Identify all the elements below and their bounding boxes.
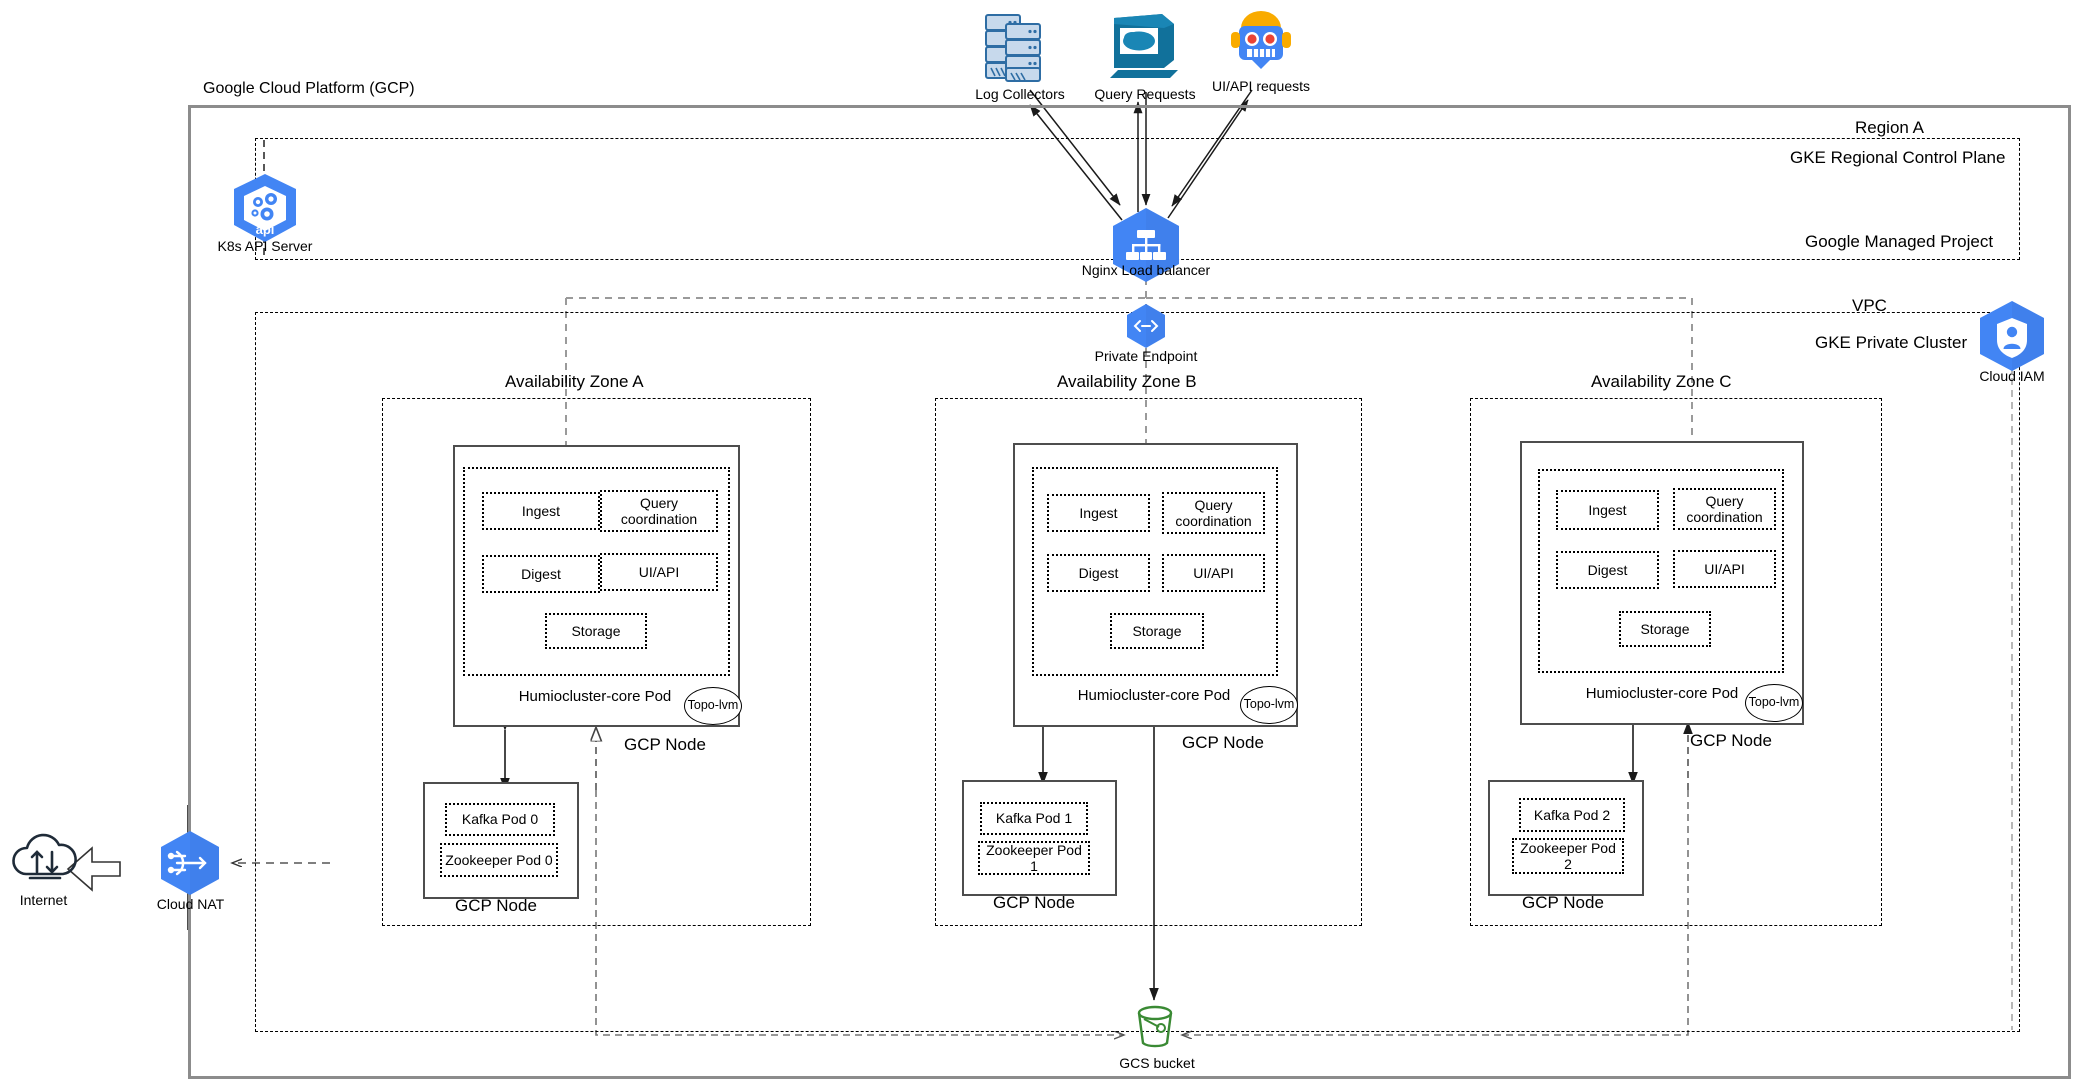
zone-b-component-ingest: Ingest xyxy=(1047,494,1150,532)
internet-cloud-icon xyxy=(8,830,80,895)
zone-a-kafka-node-label: GCP Node xyxy=(455,896,537,915)
zone-c-label: Availability Zone C xyxy=(1591,372,1732,391)
zone-b-kafka-pod: Kafka Pod 1 xyxy=(980,802,1088,835)
zone-c-component-digest: Digest xyxy=(1556,551,1659,589)
query-requests-icon xyxy=(1108,10,1180,87)
gcs-bucket-label: GCS bucket xyxy=(1119,1055,1195,1071)
load-balancer-hexagon-icon xyxy=(1106,205,1186,290)
zone-a-zookeeper-pod: Zookeeper Pod 0 xyxy=(440,843,558,877)
zone-a-component-ingest: Ingest xyxy=(482,492,600,530)
cloud-nat-label: Cloud NAT xyxy=(156,896,225,912)
zone-c-topolvm-badge: Topo-lvm xyxy=(1745,684,1803,722)
log-collectors-icon xyxy=(982,12,1050,89)
zone-c-box xyxy=(1470,398,1882,926)
zone-b-component-digest: Digest xyxy=(1047,554,1150,592)
private-endpoint-label: Private Endpoint xyxy=(1094,348,1198,364)
zone-a-box xyxy=(382,398,811,926)
gcp-title: Google Cloud Platform (GCP) xyxy=(203,80,415,97)
svg-text:api: api xyxy=(256,222,275,237)
gcp-boundary xyxy=(188,105,2071,1079)
zone-c-kafka-node-label: GCP Node xyxy=(1522,893,1604,912)
zone-a-kafka-node xyxy=(423,782,579,899)
internet-label: Internet xyxy=(19,892,68,908)
zone-c-component-uiapi: UI/API xyxy=(1673,550,1776,588)
private-endpoint-hexagon-icon xyxy=(1122,302,1170,355)
zone-b-box xyxy=(935,398,1362,926)
zone-c-component-query-coordination: Query coordination xyxy=(1673,488,1776,530)
zone-c-topolvm-label: Topo-lvm xyxy=(1748,695,1800,710)
zone-b-topolvm-badge: Topo-lvm xyxy=(1240,686,1298,724)
zone-a-core-pod-label: Humiocluster-core Pod xyxy=(518,688,672,705)
log-collectors-label: Log Collectors xyxy=(975,86,1065,102)
zone-a-topolvm-badge: Topo-lvm xyxy=(684,687,742,725)
cloud-nat-hexagon-icon xyxy=(155,828,225,903)
zone-c-zookeeper-pod: Zookeeper Pod 2 xyxy=(1512,838,1624,874)
google-managed-project-label: Google Managed Project xyxy=(1805,232,1994,251)
nginx-lb-label: Nginx Load balancer xyxy=(1081,262,1211,278)
zone-c-kafka-pod: Kafka Pod 2 xyxy=(1519,798,1625,832)
k8s-api-server-label: K8s API Server xyxy=(217,238,313,254)
vpc-label: VPC xyxy=(1852,296,1887,315)
region-a-label: Region A xyxy=(1855,118,1924,137)
gke-private-cluster-label: GKE Private Cluster xyxy=(1815,333,1968,352)
cloud-iam-label: Cloud IAM xyxy=(1979,368,2045,384)
zone-a-topolvm-label: Topo-lvm xyxy=(687,698,739,713)
zone-a-label: Availability Zone A xyxy=(505,372,644,391)
zone-b-label: Availability Zone B xyxy=(1057,372,1197,391)
zone-a-component-uiapi: UI/API xyxy=(600,553,718,591)
zone-b-zookeeper-pod: Zookeeper Pod 1 xyxy=(978,841,1090,875)
zone-a-component-query-coordination: Query coordination xyxy=(600,490,718,532)
zone-b-kafka-node xyxy=(962,780,1117,896)
zone-b-topolvm-label: Topo-lvm xyxy=(1243,697,1295,712)
zone-b-kafka-node-label: GCP Node xyxy=(993,893,1075,912)
zone-a-component-digest: Digest xyxy=(482,555,600,593)
query-requests-label: Query Requests xyxy=(1094,86,1196,102)
zone-a-kafka-pod: Kafka Pod 0 xyxy=(445,803,555,836)
zone-c-component-ingest: Ingest xyxy=(1556,490,1659,530)
robot-icon xyxy=(1228,8,1294,79)
gke-control-plane-label: GKE Regional Control Plane xyxy=(1790,148,2006,167)
zone-b-core-node-label: GCP Node xyxy=(1182,733,1264,752)
storage-bucket-icon xyxy=(1131,1005,1179,1058)
zone-b-component-uiapi: UI/API xyxy=(1162,554,1265,592)
zone-b-core-pod-label: Humiocluster-core Pod xyxy=(1077,687,1231,704)
zone-b-component-storage: Storage xyxy=(1110,613,1204,649)
cloud-iam-hexagon-icon xyxy=(1974,298,2050,379)
zone-c-component-storage: Storage xyxy=(1619,611,1711,647)
zone-a-core-node-label: GCP Node xyxy=(624,735,706,754)
zone-a-component-storage: Storage xyxy=(545,613,647,649)
zone-b-component-query-coordination: Query coordination xyxy=(1162,492,1265,534)
zone-c-core-node-label: GCP Node xyxy=(1690,731,1772,750)
kubernetes-hexagon-icon: api xyxy=(228,172,302,253)
zone-c-core-pod-label: Humiocluster-core Pod xyxy=(1585,685,1739,702)
uiapi-requests-label: UI/API requests xyxy=(1211,78,1311,94)
